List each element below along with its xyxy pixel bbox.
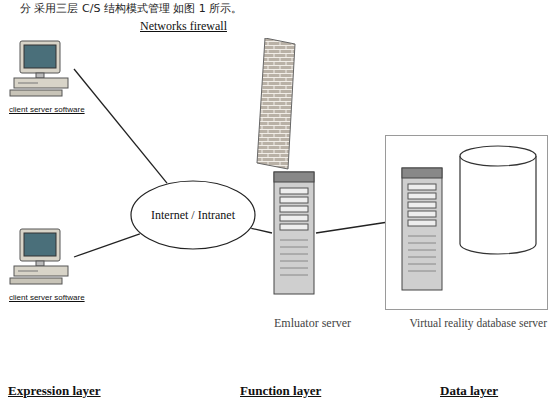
layer-label: Function layer	[240, 383, 321, 399]
brick-wall	[256, 38, 296, 170]
server-icon	[400, 166, 444, 292]
server-icon	[272, 170, 316, 296]
computer-icon	[8, 40, 74, 98]
emulator-server: Emluator server	[265, 170, 360, 331]
client-label: client server software	[8, 293, 86, 302]
layer-label: Data layer	[440, 383, 498, 399]
network-link	[251, 228, 272, 233]
computer-icon	[8, 228, 74, 286]
firewall-label: Networks firewall	[140, 19, 227, 34]
layer-label: Expression layer	[8, 383, 101, 399]
network-link	[74, 69, 167, 183]
network-label: Internet / Intranet	[151, 208, 235, 223]
network-ellipse: Internet / Intranet	[130, 180, 256, 250]
client-label: client server software	[8, 105, 86, 114]
header-text: 分 采用三层 C/S 结构模式管理 如图 1 所示。	[20, 1, 242, 16]
network-link	[74, 234, 140, 257]
firewall: Networks firewall	[140, 16, 295, 168]
client-computer: client server software	[8, 228, 86, 304]
server-label: Emluator server	[265, 316, 360, 331]
database-cylinder	[458, 144, 538, 256]
database-server-box: Virtual reality database server	[385, 135, 548, 310]
database-label: Virtual reality database server	[409, 317, 547, 329]
network-link	[316, 223, 385, 234]
client-computer: client server software	[8, 40, 86, 116]
